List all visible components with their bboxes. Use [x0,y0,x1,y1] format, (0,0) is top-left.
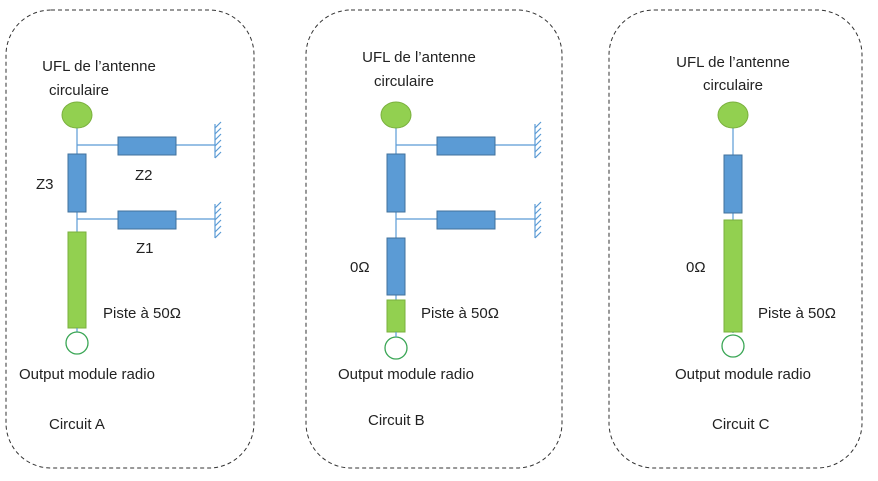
circuit-b-0ohm-resistor [386,237,406,296]
circuit-c-blue-component [723,154,743,214]
circuit-b: UFL de l’antenne circulaire 0Ω Piste à 5… [305,9,563,469]
circuit-b-50ohm-trace [386,299,406,333]
circuit-c-trace-label: Piste à 50Ω [758,305,836,322]
circuit-c-output-label: Output module radio [675,366,811,383]
circuit-a-output-connector [65,331,89,355]
circuit-b-output-label: Output module radio [338,366,474,383]
circuit-b-title: Circuit B [368,412,425,429]
circuit-b-top-branch-impedance [436,136,496,156]
circuit-a-z3-impedance [67,153,87,213]
circuit-a-title: Circuit A [49,416,105,433]
circuit-c-title: Circuit C [712,416,770,433]
circuit-b-panel [305,9,563,469]
circuit-b-resistor-label: 0Ω [350,259,370,276]
circuit-c-output-connector [721,334,745,358]
circuit-b-vertical-impedance [386,153,406,213]
circuit-a-z2-impedance [117,136,177,156]
circuit-a-antenna-label-line1: UFL de l’antenne [42,58,156,75]
circuit-a-antenna-connector [61,101,93,129]
circuit-a-ground-bottom-icon [214,201,222,239]
circuit-a-z3-label: Z3 [36,176,54,193]
circuit-a-antenna-label-line2: circulaire [49,82,109,99]
circuit-a-trace-label: Piste à 50Ω [103,305,181,322]
circuit-a-panel [5,9,255,469]
circuit-c-antenna-connector [717,101,749,129]
circuit-a-output-label: Output module radio [19,366,155,383]
circuit-c-antenna-label-line2: circulaire [703,77,763,94]
circuit-c: UFL de l’antenne circulaire 0Ω Piste à 5… [608,9,863,469]
circuit-a-z2-label: Z2 [135,167,153,184]
circuit-c-50ohm-trace [723,219,743,333]
circuit-b-bottom-branch-impedance [436,210,496,230]
circuit-a-ground-top-icon [214,121,222,159]
circuit-c-antenna-label-line1: UFL de l’antenne [676,54,790,71]
circuit-c-resistor-label: 0Ω [686,259,706,276]
circuit-a-z1-impedance [117,210,177,230]
circuit-b-antenna-label-line2: circulaire [374,73,434,90]
circuit-b-output-connector [384,336,408,360]
circuit-b-ground-top-icon [534,121,542,159]
circuit-b-ground-bottom-icon [534,201,542,239]
circuit-b-antenna-label-line1: UFL de l’antenne [362,49,476,66]
circuit-a-50ohm-trace [67,231,87,329]
circuit-a: UFL de l’antenne circulaire Z3 Z2 Z1 [5,9,255,469]
circuit-b-trace-label: Piste à 50Ω [421,305,499,322]
circuit-a-z1-label: Z1 [136,240,154,257]
circuit-b-antenna-connector [380,101,412,129]
